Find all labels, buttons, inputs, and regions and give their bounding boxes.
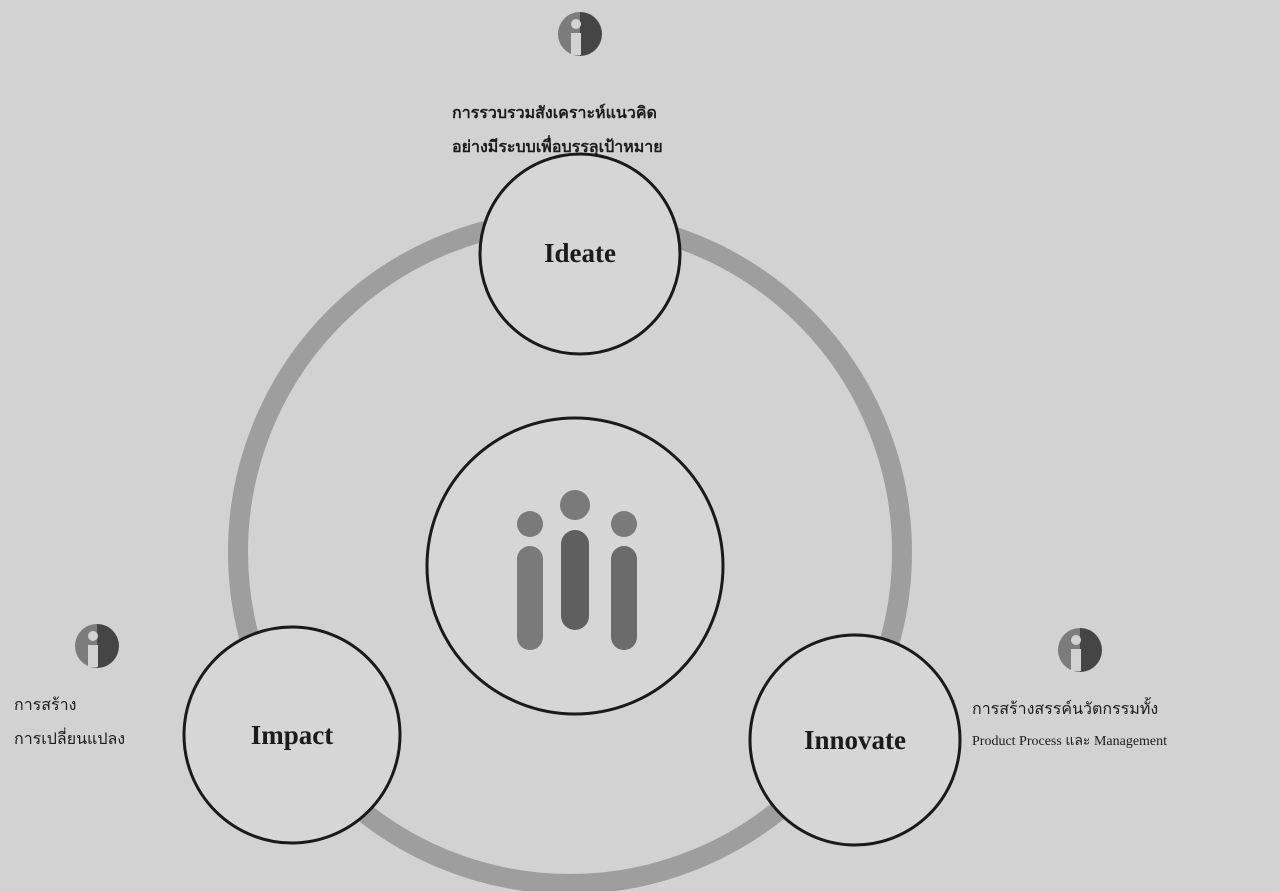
info-badge-icon — [558, 12, 602, 56]
impact-caption: การสร้าง การเปลี่ยนแปลง — [14, 688, 125, 756]
ideate-caption-line: อย่างมีระบบเพื่อบรรลุเป้าหมาย — [452, 137, 663, 156]
impact-node-circle — [182, 625, 402, 845]
innovate-node-label: Innovate — [804, 725, 906, 755]
info-badge-icon — [1058, 628, 1102, 672]
innovate-caption-line: Product Process และ Management — [972, 734, 1168, 749]
innovate-caption: การสร้างสรรค์นวัตกรรมทั้ง Product Proces… — [972, 692, 1167, 758]
impact-caption-line: การเปลี่ยนแปลง — [14, 729, 126, 748]
ideate-caption: การรวบรวมสังเคราะห์แนวคิด อย่างมีระบบเพื… — [452, 96, 663, 164]
innovate-caption-line: การสร้างสรรค์นวัตกรรมทั้ง — [972, 699, 1159, 718]
impact-caption-line: การสร้าง — [14, 695, 77, 714]
ideate-node-label: Ideate — [544, 238, 616, 268]
center-logo-icon — [517, 490, 637, 650]
info-badge-icon — [75, 624, 119, 668]
impact-node-label: Impact — [251, 720, 334, 750]
innovate-node-circle — [748, 633, 962, 847]
ideate-node-circle — [478, 152, 682, 356]
ideate-caption-line: การรวบรวมสังเคราะห์แนวคิด — [452, 103, 657, 122]
